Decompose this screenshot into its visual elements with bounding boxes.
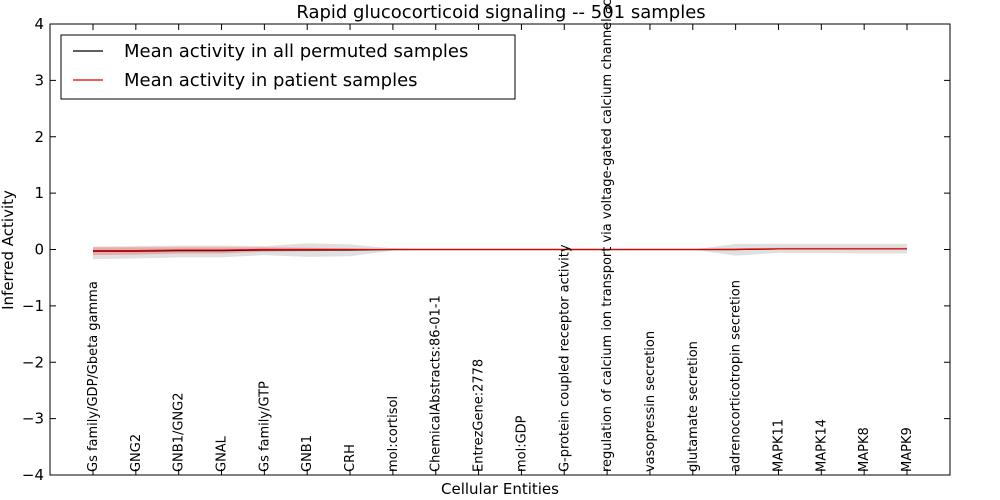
legend: Mean activity in all permuted samplesMea…: [60, 34, 516, 100]
category-label: vasopressin secretion: [643, 331, 658, 472]
category-label: glutamate secretion: [686, 341, 701, 472]
y-axis-label: Inferred Activity: [0, 190, 17, 310]
legend-label: Mean activity in patient samples: [124, 70, 418, 91]
x-axis: [92, 24, 908, 475]
category-label: GNAL: [215, 435, 230, 472]
category-label: GNB1: [300, 435, 315, 472]
chart-title: Rapid glucocorticoid signaling -- 501 sa…: [296, 2, 705, 23]
y-tick-label: −4: [22, 466, 44, 484]
y-tick-label: 2: [34, 128, 44, 146]
permuted-band: [93, 243, 907, 260]
category-label: Gs family/GDP/Gbeta gamma: [86, 281, 101, 472]
category-label: mol:GDP: [514, 415, 529, 472]
y-tick-label: 3: [34, 71, 44, 89]
x-axis-label: Cellular Entities: [441, 480, 559, 498]
legend-box: [60, 34, 516, 100]
category-label: MAPK9: [900, 427, 915, 472]
category-label: CRH: [343, 444, 358, 472]
legend-label: Mean activity in all permuted samples: [124, 41, 468, 62]
patient-mean-line: [93, 248, 907, 252]
category-label: regulation of calcium ion transport via …: [600, 0, 615, 472]
category-label: mol:cortisol: [386, 396, 401, 472]
category-label: MAPK8: [857, 427, 872, 472]
category-label: ChemicalAbstracts:86-01-1: [429, 295, 444, 472]
category-label: MAPK14: [814, 419, 829, 472]
y-tick-label: 0: [34, 241, 44, 259]
category-label: G-protein coupled receptor activity: [557, 244, 572, 472]
category-label: GNG2: [129, 434, 144, 472]
y-axis: −4 −3 −2 −1 0 1 2 3 4: [22, 15, 950, 484]
y-tick-label: 4: [34, 15, 44, 33]
category-label: MAPK11: [771, 419, 786, 472]
category-label: GNB1/GNG2: [172, 392, 187, 472]
y-tick-label: 1: [34, 184, 44, 202]
category-label: EntrezGene:2778: [472, 359, 487, 472]
y-tick-label: −2: [22, 353, 44, 371]
y-tick-label: −3: [22, 410, 44, 428]
category-label: adrenocorticotropin secretion: [729, 280, 744, 472]
category-label: Gs family/GTP: [257, 381, 272, 472]
y-tick-label: −1: [22, 297, 44, 315]
